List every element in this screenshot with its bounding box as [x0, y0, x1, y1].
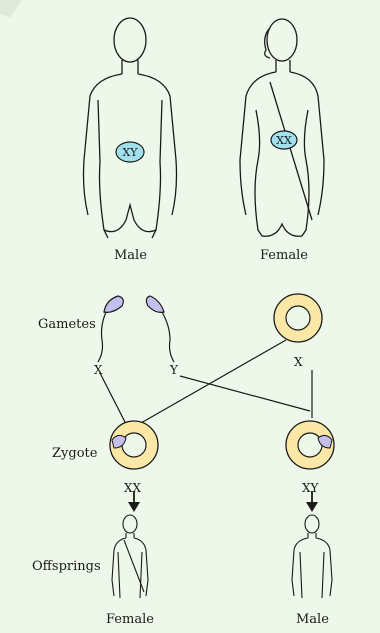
offspring-male-label: Male	[296, 613, 329, 626]
gamete-x-label: X	[94, 364, 103, 376]
zygote-label: Zygote	[52, 447, 97, 460]
fertilization-lines	[100, 340, 312, 428]
zygote-left	[110, 421, 158, 469]
zygote-right	[286, 421, 334, 469]
offspring-male-figure	[292, 515, 332, 598]
gamete-y-label: Y	[170, 364, 178, 376]
offsprings-label: Offsprings	[32, 560, 101, 573]
gametes-label: Gametes	[38, 318, 96, 331]
corner-decoration	[0, 0, 22, 18]
egg-gamete	[274, 294, 322, 342]
offspring-female-label: Female	[106, 613, 154, 626]
female-figure	[240, 19, 324, 236]
male-chromosome-label: XY	[122, 146, 138, 159]
offspring-female-figure	[112, 515, 148, 598]
sperm-left	[98, 296, 123, 362]
male-label: Male	[114, 249, 147, 262]
female-chromosome-label: XX	[276, 134, 292, 147]
male-figure	[84, 18, 177, 238]
zygote-xy-label: XY	[302, 482, 318, 494]
sperm-right	[146, 296, 174, 362]
zygote-xx-label: XX	[124, 482, 141, 494]
female-label: Female	[260, 249, 308, 262]
gamete-x-female-label: X	[294, 356, 303, 368]
